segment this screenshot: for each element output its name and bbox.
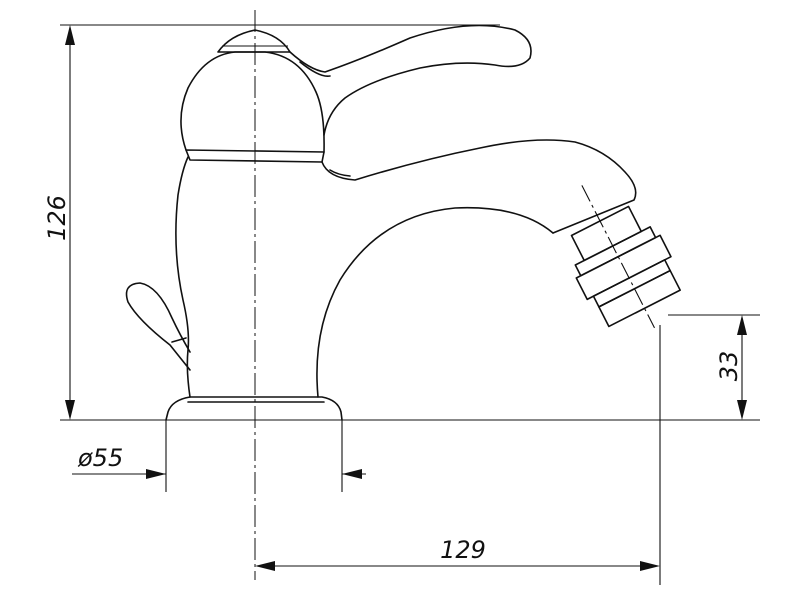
dome-cap — [180, 51, 325, 153]
spout-height-arrow-bottom — [737, 400, 747, 420]
height-arrow-top — [65, 25, 75, 45]
height-arrow-bottom — [65, 400, 75, 420]
aerator-nozzle — [570, 185, 681, 329]
reach-arrow-right — [640, 561, 660, 571]
spout-upper-detail — [329, 169, 351, 177]
dimension-spout-reach: 129 — [255, 325, 661, 585]
diameter-arrow-left — [146, 469, 166, 479]
diameter-arrow-right — [342, 469, 362, 479]
side-knob — [125, 282, 191, 371]
dimension-spout-height: 33 — [668, 314, 760, 420]
diameter-value: ø55 — [77, 444, 123, 472]
lever-handle — [289, 24, 532, 136]
dimension-diameter: ø55 — [72, 420, 366, 492]
body-left-contour — [175, 156, 191, 398]
spout-height-arrow-top — [737, 315, 747, 335]
spout-upper-contour — [321, 139, 637, 234]
height-value: 126 — [43, 195, 71, 241]
dome-knob — [217, 29, 291, 53]
faucet-body — [125, 24, 637, 421]
lever-handle-detail — [299, 61, 331, 78]
reach-value: 129 — [440, 536, 486, 564]
dimension-height: 126 — [43, 24, 760, 421]
spout-height-value: 33 — [715, 351, 743, 382]
side-knob-ring — [171, 337, 187, 343]
reach-arrow-left — [255, 561, 275, 571]
faucet-base — [165, 396, 343, 421]
spout-lower-contour — [316, 206, 554, 398]
